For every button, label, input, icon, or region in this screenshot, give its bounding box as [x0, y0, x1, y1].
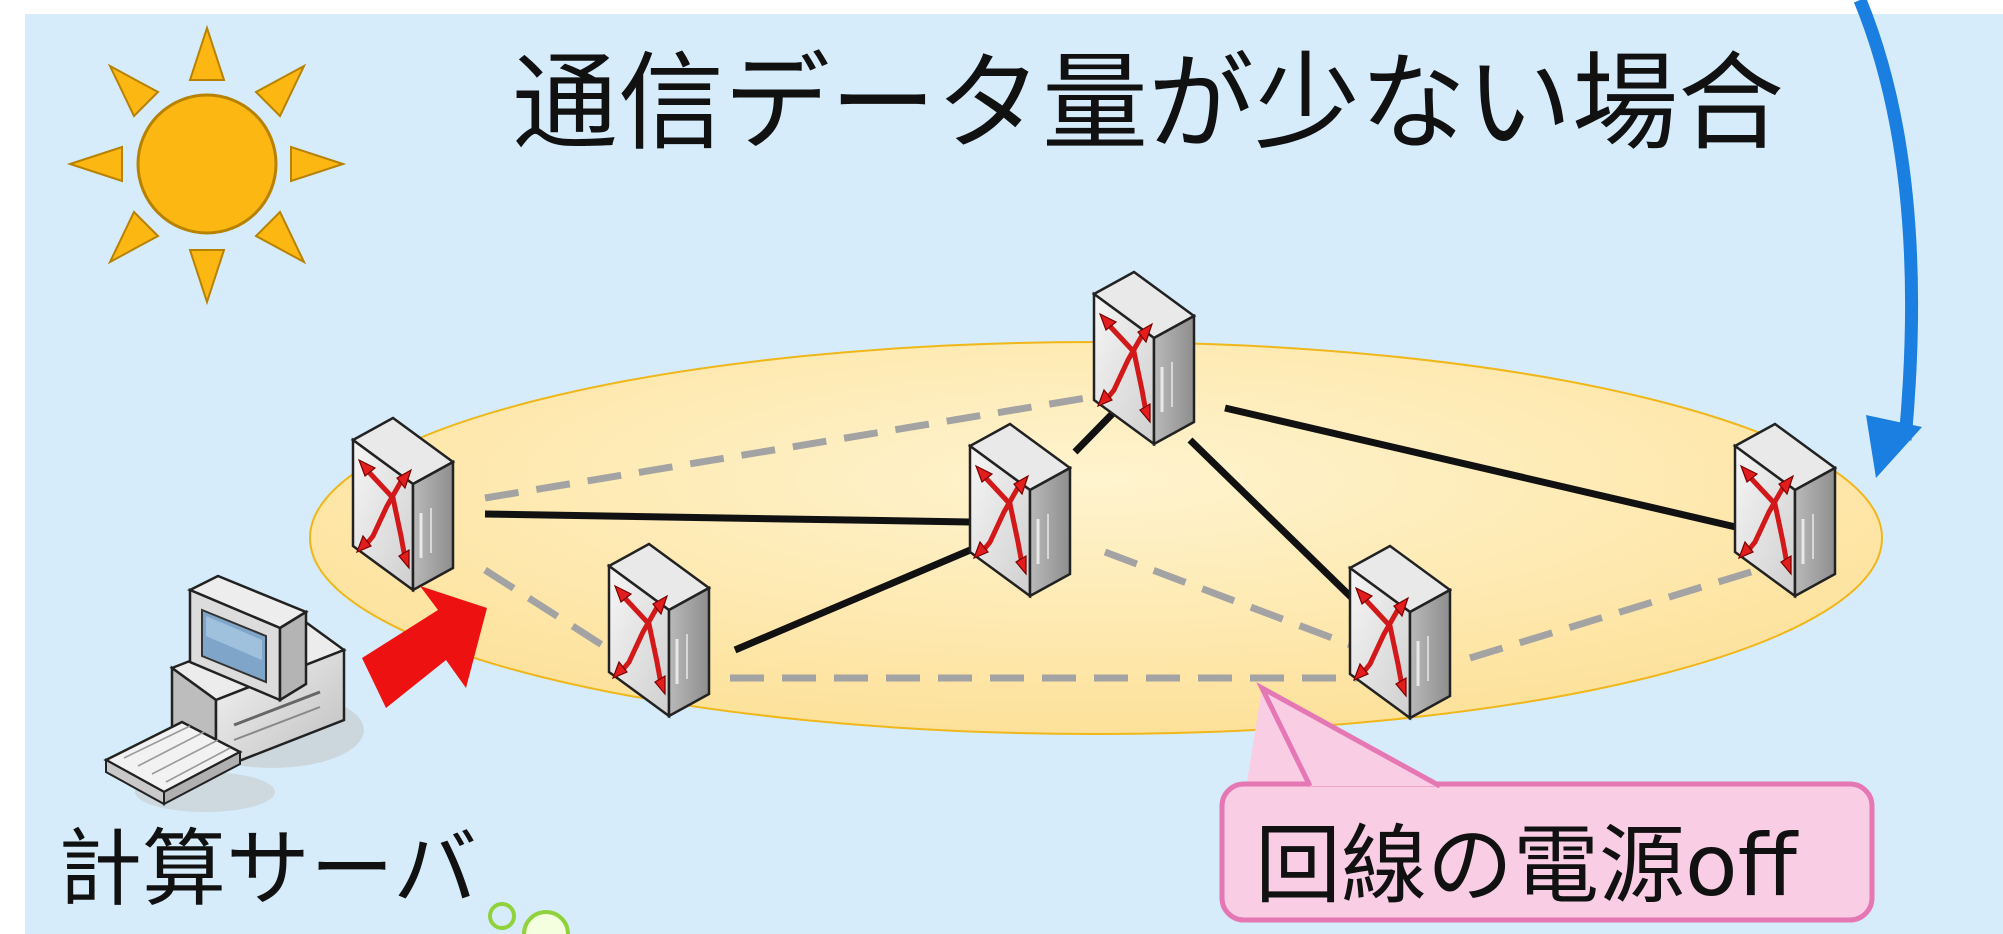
callout-balloon	[1219, 681, 1875, 923]
active-links	[484, 404, 1741, 654]
server-label: 計算サーバ	[58, 820, 477, 918]
red-arrow-icon	[362, 586, 487, 708]
active-link	[1072, 405, 1121, 455]
blue-arrow-icon	[1853, 0, 1919, 441]
active-link	[733, 544, 977, 654]
bubble-decoration	[522, 910, 570, 934]
callout-label: 回線の電源off	[1255, 816, 1799, 916]
inactive-links	[483, 390, 1792, 682]
page-title: 通信データ量が少ない場合	[512, 42, 1784, 165]
bubble-decoration	[488, 902, 516, 930]
active-link	[1187, 437, 1355, 601]
active-link	[484, 510, 971, 526]
active-link	[1224, 404, 1741, 532]
computer-icon	[103, 574, 364, 812]
blue-arrowhead	[1866, 415, 1922, 478]
inactive-link	[1468, 556, 1792, 662]
inactive-link	[483, 567, 612, 653]
sun-icon	[66, 24, 347, 306]
inactive-link	[484, 390, 1111, 502]
